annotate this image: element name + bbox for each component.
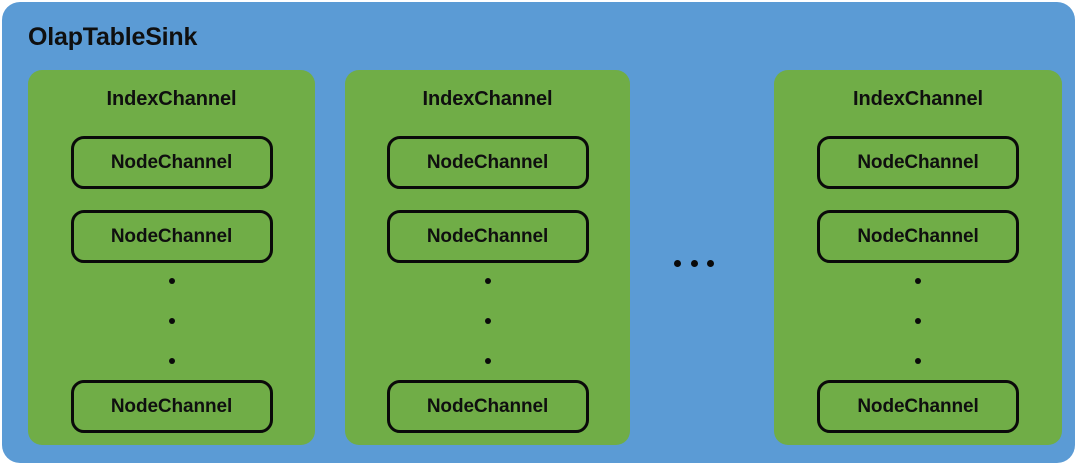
index-channel-label: IndexChannel <box>422 88 553 110</box>
node-channel-label: NodeChannel <box>110 395 233 417</box>
dot-icon <box>168 278 175 284</box>
dot-icon <box>690 259 698 267</box>
vertical-ellipsis-icon <box>483 278 493 364</box>
vertical-ellipsis-icon <box>913 278 923 364</box>
node-channel-label: NodeChannel <box>857 225 979 247</box>
dot-icon <box>915 358 921 364</box>
dot-icon <box>168 318 175 324</box>
node-channel-label: NodeChannel <box>110 225 233 247</box>
dot-icon <box>915 278 921 284</box>
node-channel-box: NodeChannel <box>817 136 1019 189</box>
node-channel-box: NodeChannel <box>386 136 589 189</box>
node-channel-label: NodeChannel <box>426 225 549 247</box>
dot-icon <box>168 358 175 364</box>
dot-icon <box>484 318 491 324</box>
node-channel-label: NodeChannel <box>426 151 549 173</box>
index-channel-panel-3: IndexChannel NodeChannel NodeChannel Nod… <box>774 70 1062 445</box>
node-channel-label: NodeChannel <box>426 395 549 417</box>
node-channel-label: NodeChannel <box>110 151 233 173</box>
node-channel-box: NodeChannel <box>817 380 1019 433</box>
dot-icon <box>484 278 491 284</box>
olap-table-sink-container: OlapTableSink IndexChannel NodeChannel N… <box>2 2 1075 463</box>
node-channel-box: NodeChannel <box>70 210 273 263</box>
vertical-ellipsis-icon <box>167 278 177 364</box>
node-channel-box: NodeChannel <box>386 380 589 433</box>
dot-icon <box>707 259 714 267</box>
index-channel-panel-1: IndexChannel NodeChannel NodeChannel Nod… <box>28 70 315 445</box>
node-channel-box: NodeChannel <box>70 380 273 433</box>
node-channel-label: NodeChannel <box>857 151 979 173</box>
node-channel-box: NodeChannel <box>70 136 273 189</box>
index-channel-label: IndexChannel <box>106 88 237 110</box>
node-channel-box: NodeChannel <box>386 210 589 263</box>
node-channel-box: NodeChannel <box>817 210 1019 263</box>
dot-icon <box>674 259 681 267</box>
index-channel-label: IndexChannel <box>853 88 983 110</box>
index-channel-panel-2: IndexChannel NodeChannel NodeChannel Nod… <box>345 70 630 445</box>
dot-icon <box>484 358 491 364</box>
horizontal-ellipsis-icon <box>674 258 714 268</box>
dot-icon <box>915 318 921 324</box>
page-title: OlapTableSink <box>28 23 198 51</box>
node-channel-label: NodeChannel <box>857 395 979 417</box>
